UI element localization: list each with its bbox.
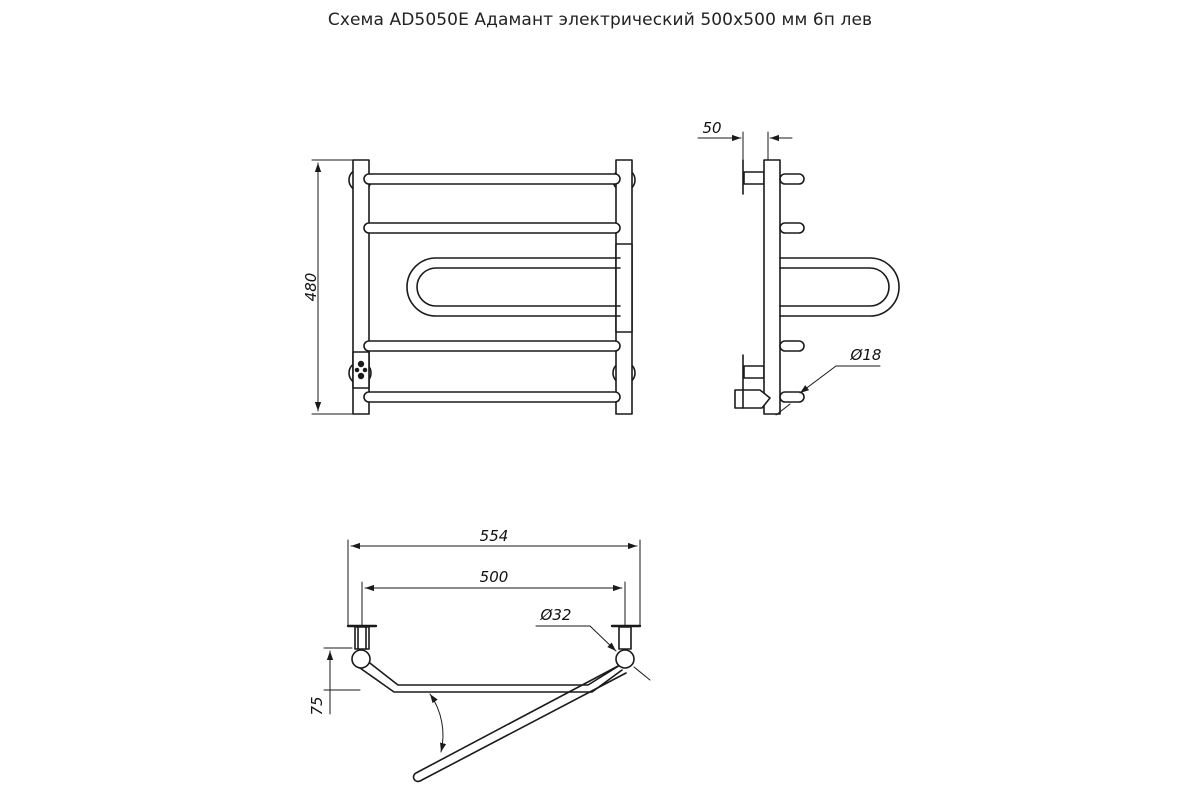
height-label: 480 (302, 273, 320, 302)
heater-housing (615, 243, 633, 333)
overall-width-label: 554 (480, 527, 509, 545)
left-collector (352, 159, 370, 415)
top-view: 554 500 Ø32 75 (308, 527, 651, 783)
rung-1 (363, 173, 621, 185)
overall-width-dimension (347, 539, 641, 627)
front-view: 480 (302, 159, 636, 415)
side-u-loop (779, 257, 900, 317)
offset-dimension (697, 131, 793, 161)
rung-5 (363, 340, 621, 352)
center-distance-label: 500 (480, 568, 509, 586)
thermostat-box (352, 351, 370, 389)
depth-dimension (323, 647, 361, 715)
rungs (363, 173, 621, 403)
mount-diameter-label: Ø32 (540, 606, 572, 624)
left-mount-circle (351, 649, 371, 669)
right-mount-circle (615, 649, 635, 669)
offset-label: 50 (702, 119, 721, 137)
rung-2 (363, 222, 621, 234)
side-view: 50 Ø18 (697, 119, 900, 416)
rung-6 (363, 391, 621, 403)
tube-diameter-leader (775, 365, 881, 416)
mount-diameter-leader (535, 625, 651, 681)
drawing-title: Схема AD5050E Адамант электрический 500х… (327, 10, 873, 30)
u-bend (406, 257, 621, 317)
bottom-bar (359, 659, 626, 693)
side-collector (763, 159, 781, 415)
swing-bar (412, 664, 627, 783)
center-distance-dimension (361, 581, 626, 627)
depth-label: 75 (308, 696, 326, 715)
swing-angle-arc (429, 693, 447, 753)
side-rungs (779, 173, 805, 403)
tube-diameter-label: Ø18 (850, 346, 882, 364)
height-dimension (311, 159, 354, 415)
